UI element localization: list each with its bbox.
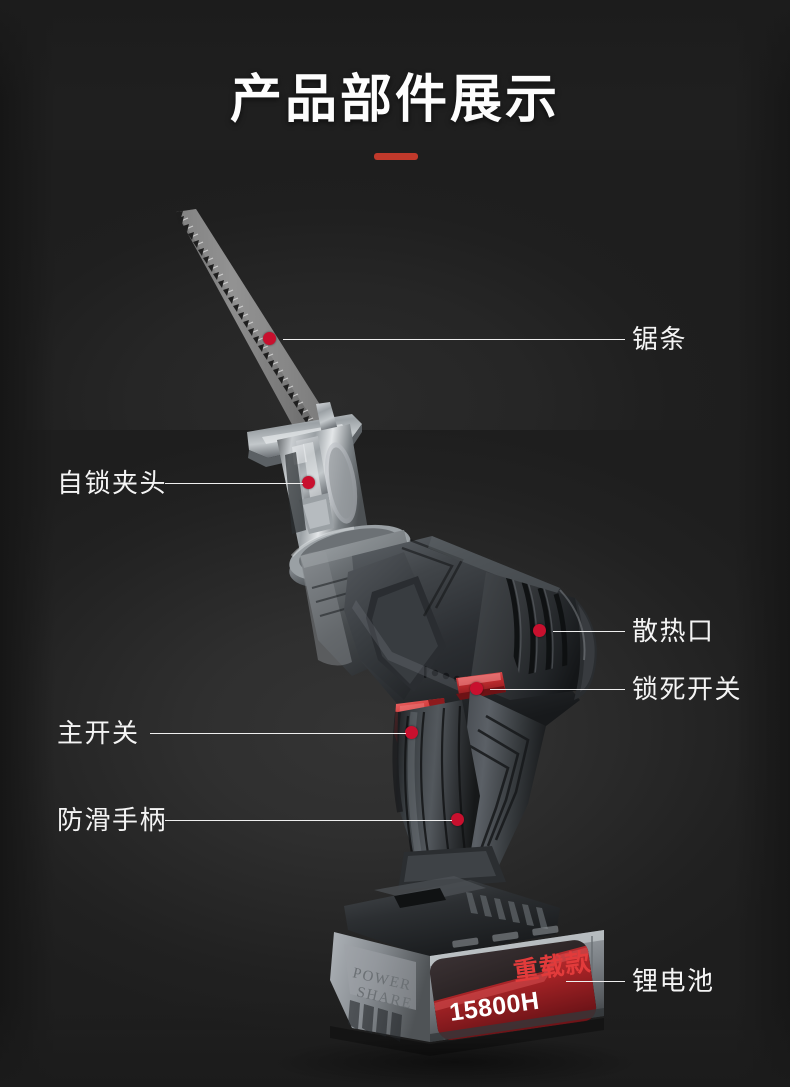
callout-dot-saw-blade bbox=[263, 332, 276, 345]
callout-dot-main-switch bbox=[405, 726, 418, 739]
callout-label-chuck: 自锁夹头 bbox=[57, 468, 168, 498]
callout-leader-battery bbox=[566, 981, 625, 982]
battery-pack-part: POWER SHARE bbox=[330, 876, 604, 1042]
callout-label-saw-blade: 锯条 bbox=[632, 324, 688, 354]
callout-dot-grip bbox=[451, 813, 464, 826]
callout-leader-main-switch bbox=[150, 733, 406, 734]
callout-dot-chuck bbox=[302, 476, 315, 489]
callout-leader-grip bbox=[165, 820, 452, 821]
callout-label-lock-switch: 锁死开关 bbox=[632, 674, 743, 704]
callout-leader-chuck bbox=[165, 483, 303, 484]
callout-leader-vent bbox=[553, 631, 625, 632]
callout-dot-lock-switch bbox=[470, 682, 483, 695]
anti-slip-grip-part bbox=[392, 690, 546, 890]
saw-blade-part bbox=[176, 209, 336, 452]
callout-label-main-switch: 主开关 bbox=[57, 718, 140, 748]
callout-leader-lock-switch bbox=[490, 689, 625, 690]
callout-label-grip: 防滑手柄 bbox=[57, 805, 168, 835]
callout-leader-saw-blade bbox=[283, 339, 625, 340]
callout-dot-vent bbox=[533, 624, 546, 637]
callout-label-battery: 锂电池 bbox=[632, 966, 715, 996]
page-title: 产品部件展示 bbox=[229, 71, 560, 129]
callout-label-vent: 散热口 bbox=[632, 616, 715, 646]
title-accent-rule bbox=[374, 153, 418, 160]
